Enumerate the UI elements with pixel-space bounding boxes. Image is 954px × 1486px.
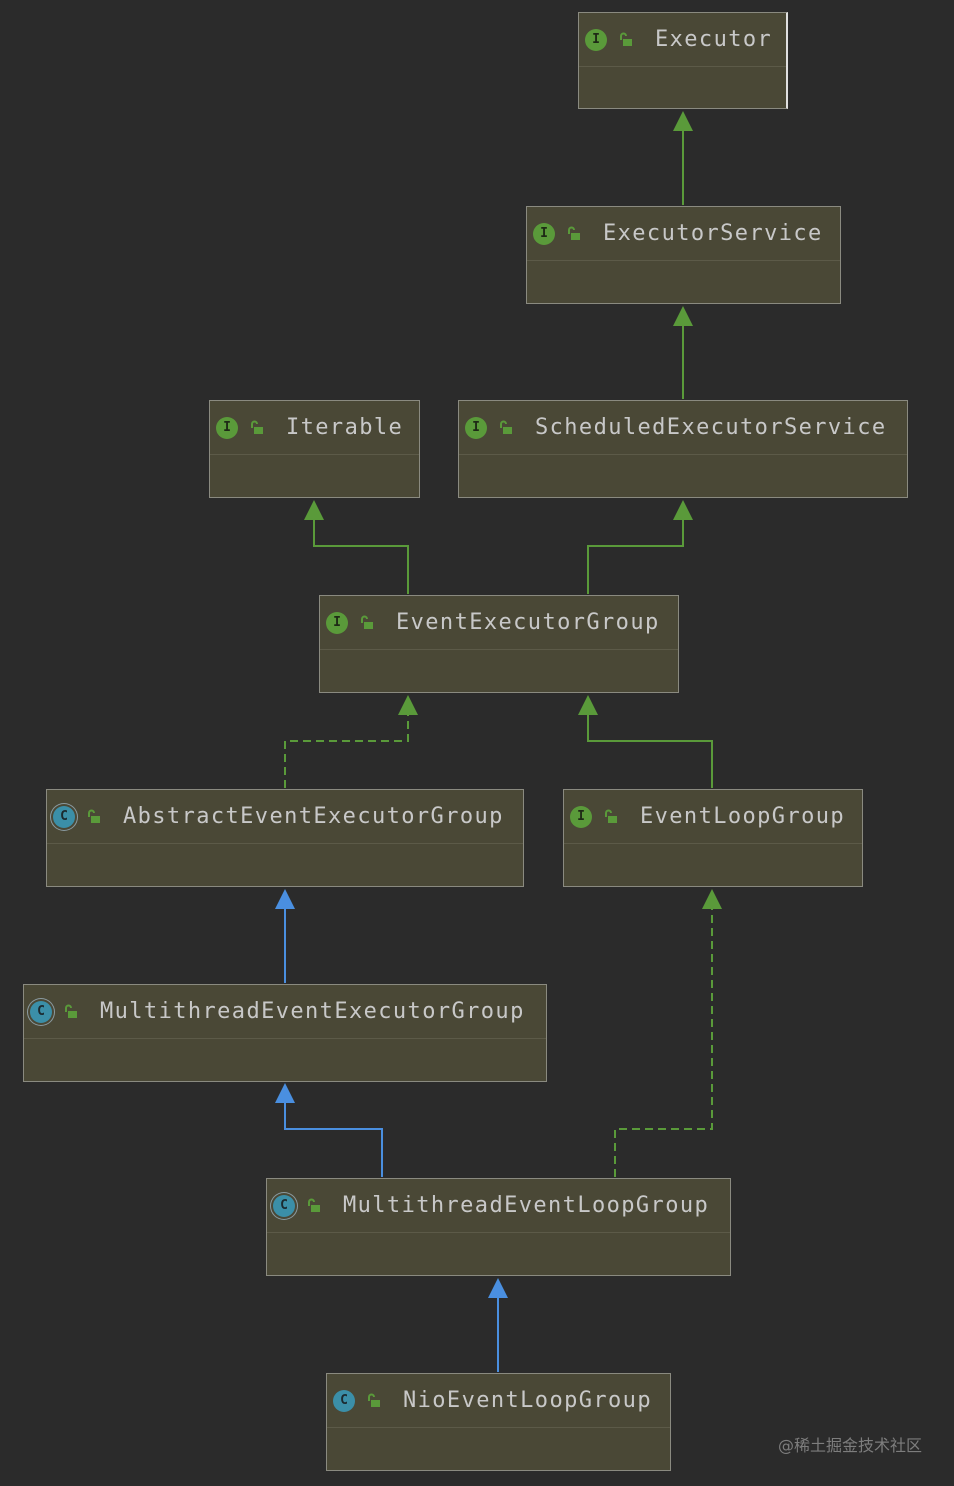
node-header: I Iterable	[210, 401, 419, 455]
node-body	[24, 1039, 546, 1081]
node-abstract-event-executor-group[interactable]: C AbstractEventExecutorGroup	[46, 789, 524, 887]
node-name: AbstractEventExecutorGroup	[123, 804, 504, 829]
abstract-class-icon: C	[273, 1194, 295, 1217]
node-name: ScheduledExecutorService	[535, 415, 887, 440]
node-header: I Executor	[579, 13, 786, 67]
edge-multithread-loop-to-multithread-executor	[284, 1102, 383, 1177]
node-event-loop-group[interactable]: I EventLoopGroup	[563, 789, 863, 887]
node-name: Executor	[655, 27, 773, 52]
edge-abstract-implements-event-executor-group	[284, 714, 409, 788]
arrowhead-executor	[673, 111, 693, 131]
edge-multithread-loop-implements-event-loop-group	[614, 908, 713, 1177]
node-header: I ExecutorService	[527, 207, 840, 261]
package-lock-icon	[605, 809, 617, 823]
node-header: C AbstractEventExecutorGroup	[47, 790, 523, 844]
package-lock-icon	[500, 420, 512, 434]
arrowhead-abstract-event-executor-group	[275, 889, 295, 909]
node-iterable[interactable]: I Iterable	[209, 400, 420, 498]
node-body	[579, 67, 786, 109]
package-lock-icon	[308, 1198, 320, 1212]
interface-icon: I	[465, 416, 487, 439]
node-body	[527, 261, 840, 303]
node-name: NioEventLoopGroup	[403, 1388, 652, 1413]
node-header: I ScheduledExecutorService	[459, 401, 907, 455]
arrowhead-scheduled	[673, 500, 693, 520]
arrowhead-event-loop-group	[702, 889, 722, 909]
node-executor[interactable]: I Executor	[578, 12, 788, 109]
edge-event-loop-group-to-event-executor-group	[587, 714, 713, 788]
watermark: @稀土掘金技术社区	[777, 1436, 922, 1455]
class-icon: C	[333, 1389, 355, 1412]
interface-icon: I	[533, 222, 555, 245]
node-name: MultithreadEventExecutorGroup	[100, 999, 525, 1024]
interface-icon: I	[326, 611, 348, 634]
interface-icon: I	[216, 416, 238, 439]
arrowhead-event-executor-group-right	[578, 695, 598, 715]
interface-icon: I	[570, 805, 592, 828]
edge-event-executor-group-to-scheduled	[587, 519, 684, 594]
node-multithread-event-loop-group[interactable]: C MultithreadEventLoopGroup	[266, 1178, 731, 1276]
node-body	[459, 455, 907, 497]
package-lock-icon	[251, 420, 263, 434]
node-header: I EventExecutorGroup	[320, 596, 678, 650]
node-name: ExecutorService	[603, 221, 823, 246]
node-body	[210, 455, 419, 497]
node-header: I EventLoopGroup	[564, 790, 862, 844]
node-body	[47, 844, 523, 886]
interface-icon: I	[585, 28, 607, 51]
arrowhead-multithread-event-executor-group	[275, 1083, 295, 1103]
node-name: Iterable	[286, 415, 404, 440]
node-name: EventLoopGroup	[640, 804, 846, 829]
node-header: C MultithreadEventExecutorGroup	[24, 985, 546, 1039]
node-body	[267, 1233, 730, 1275]
node-body	[564, 844, 862, 886]
arrowhead-executor-service	[673, 306, 693, 326]
abstract-class-icon: C	[30, 1000, 52, 1023]
node-body	[320, 650, 678, 692]
node-name: MultithreadEventLoopGroup	[343, 1193, 710, 1218]
node-header: C MultithreadEventLoopGroup	[267, 1179, 730, 1233]
node-event-executor-group[interactable]: I EventExecutorGroup	[319, 595, 679, 693]
node-body	[327, 1428, 670, 1470]
package-lock-icon	[65, 1004, 77, 1018]
edge-event-executor-group-to-iterable	[313, 519, 409, 594]
node-multithread-event-executor-group[interactable]: C MultithreadEventExecutorGroup	[23, 984, 547, 1082]
node-nio-event-loop-group[interactable]: C NioEventLoopGroup	[326, 1373, 671, 1471]
node-header: C NioEventLoopGroup	[327, 1374, 670, 1428]
arrowhead-multithread-event-loop-group	[488, 1278, 508, 1298]
node-scheduled-executor-service[interactable]: I ScheduledExecutorService	[458, 400, 908, 498]
node-executor-service[interactable]: I ExecutorService	[526, 206, 841, 304]
package-lock-icon	[568, 226, 580, 240]
package-lock-icon	[361, 615, 373, 629]
package-lock-icon	[88, 809, 100, 823]
arrowhead-event-executor-group-left	[398, 695, 418, 715]
package-lock-icon	[368, 1393, 380, 1407]
arrowhead-iterable	[304, 500, 324, 520]
node-name: EventExecutorGroup	[396, 610, 660, 635]
package-lock-icon	[620, 32, 632, 46]
abstract-class-icon: C	[53, 805, 75, 828]
